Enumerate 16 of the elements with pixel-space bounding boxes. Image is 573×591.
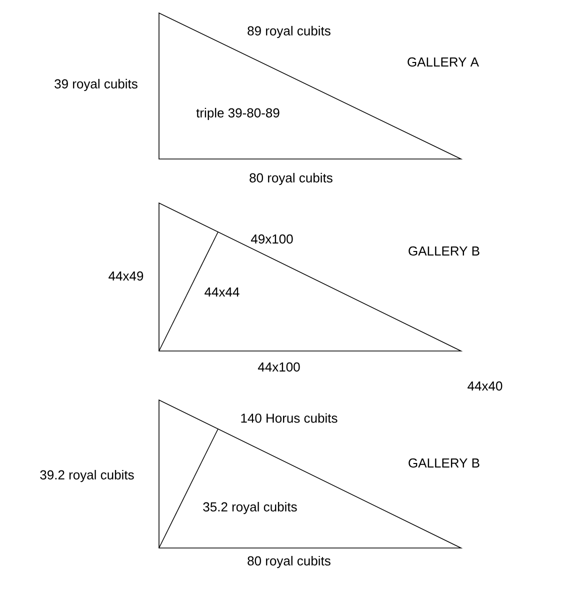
dimension-label: 140 Horus cubits xyxy=(241,413,338,423)
dimension-label: 80 royal cubits xyxy=(248,556,330,568)
dimension-label: triple 39-80-89 xyxy=(196,108,280,120)
dimension-label: GALLERY A xyxy=(408,57,479,67)
dimension-label: 49x100 xyxy=(250,234,293,244)
dimension-label: 39.2 royal cubits xyxy=(40,470,134,482)
dimension-label: 44x40 xyxy=(468,381,502,391)
dimension-label: 44x49 xyxy=(108,271,144,281)
dimension-label: 89 royal cubits xyxy=(248,26,330,38)
dimension-label: 44x100 xyxy=(258,362,300,372)
dimension-label: 80 royal cubits xyxy=(250,172,332,186)
dimension-label: 39 royal cubits xyxy=(54,78,138,92)
dimension-label: 35.2 royal cubits xyxy=(203,502,297,514)
dimension-label: GALLERY B xyxy=(408,458,480,468)
dimension-label: GALLERY B xyxy=(408,246,480,256)
dimension-label: 44x44 xyxy=(204,288,240,296)
